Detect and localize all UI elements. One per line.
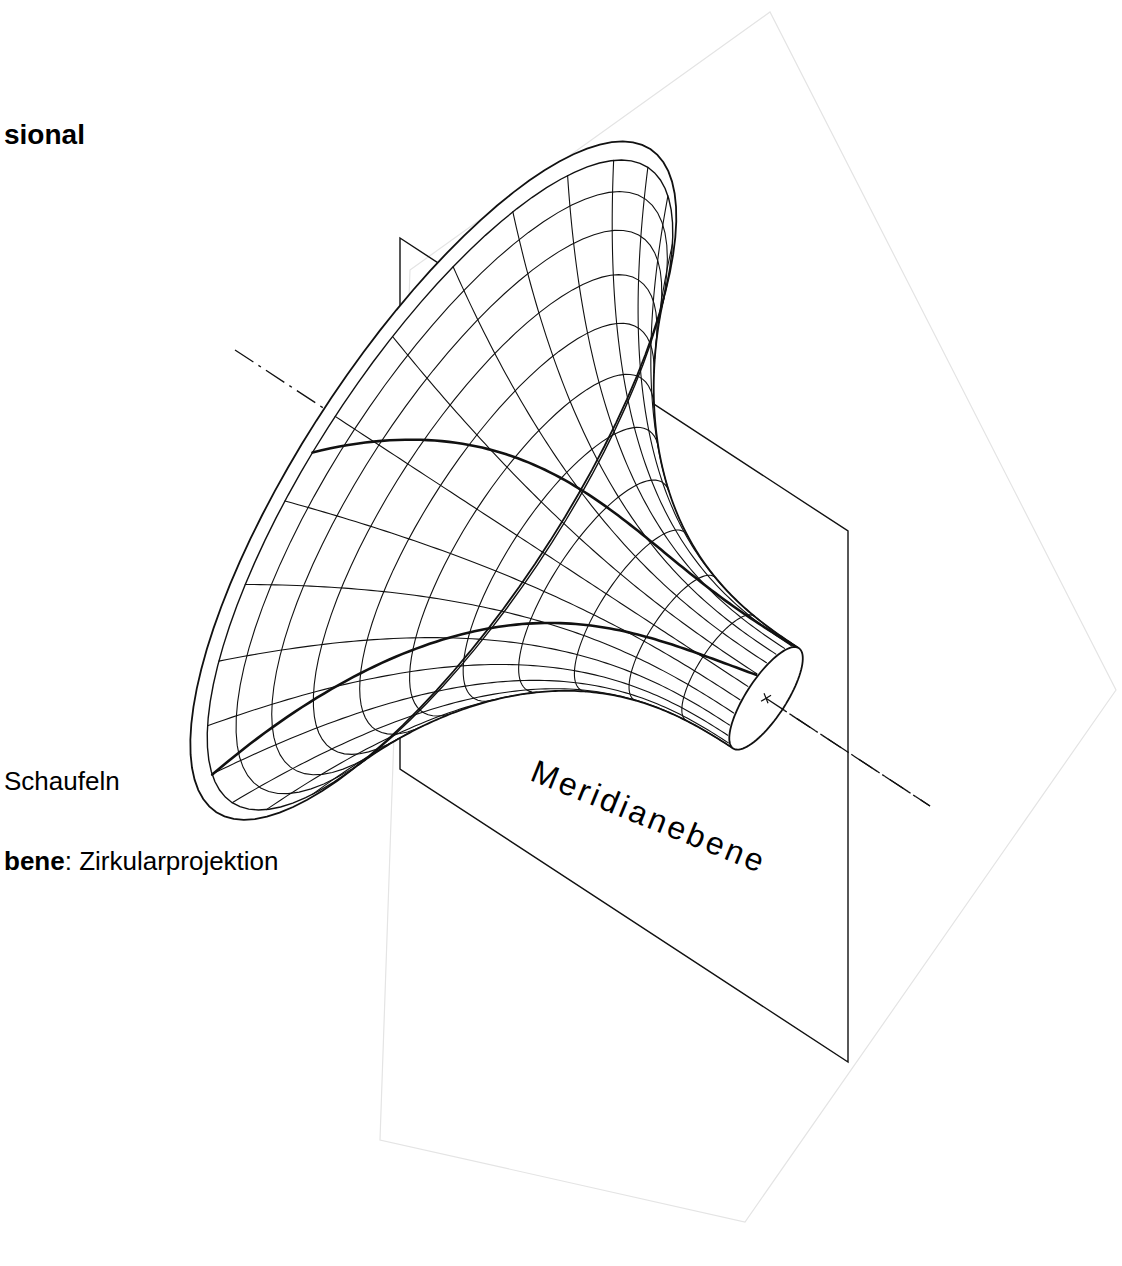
heading-fragment: sional — [4, 118, 85, 152]
meridian-line — [285, 501, 740, 700]
meridian-line — [453, 267, 766, 663]
meridian-line — [612, 160, 792, 646]
meridian-line — [513, 212, 776, 654]
body-fill — [190, 141, 802, 820]
meridian-line — [212, 680, 728, 774]
center-mark — [761, 693, 771, 703]
meridian-line — [232, 689, 731, 803]
meridian-line — [638, 167, 797, 647]
side-note: Schaufeln — [4, 766, 120, 797]
meridian-line — [266, 692, 536, 809]
hub-end-face — [729, 647, 802, 750]
axis-exit — [766, 698, 930, 806]
silhouette-line — [654, 298, 799, 649]
meridian-line — [568, 176, 785, 649]
meridian-line — [208, 664, 728, 735]
note-text: : Zirkularprojektion — [65, 846, 279, 877]
parallel-circle — [574, 530, 687, 692]
heading-fragment: bene — [4, 846, 65, 877]
meridian-line — [245, 584, 733, 713]
meridian-line — [335, 416, 748, 686]
plane-label: Meridianebene — [526, 752, 773, 882]
blade-curve — [212, 623, 756, 775]
blade-curve — [313, 440, 795, 646]
meridian-line — [651, 196, 669, 491]
